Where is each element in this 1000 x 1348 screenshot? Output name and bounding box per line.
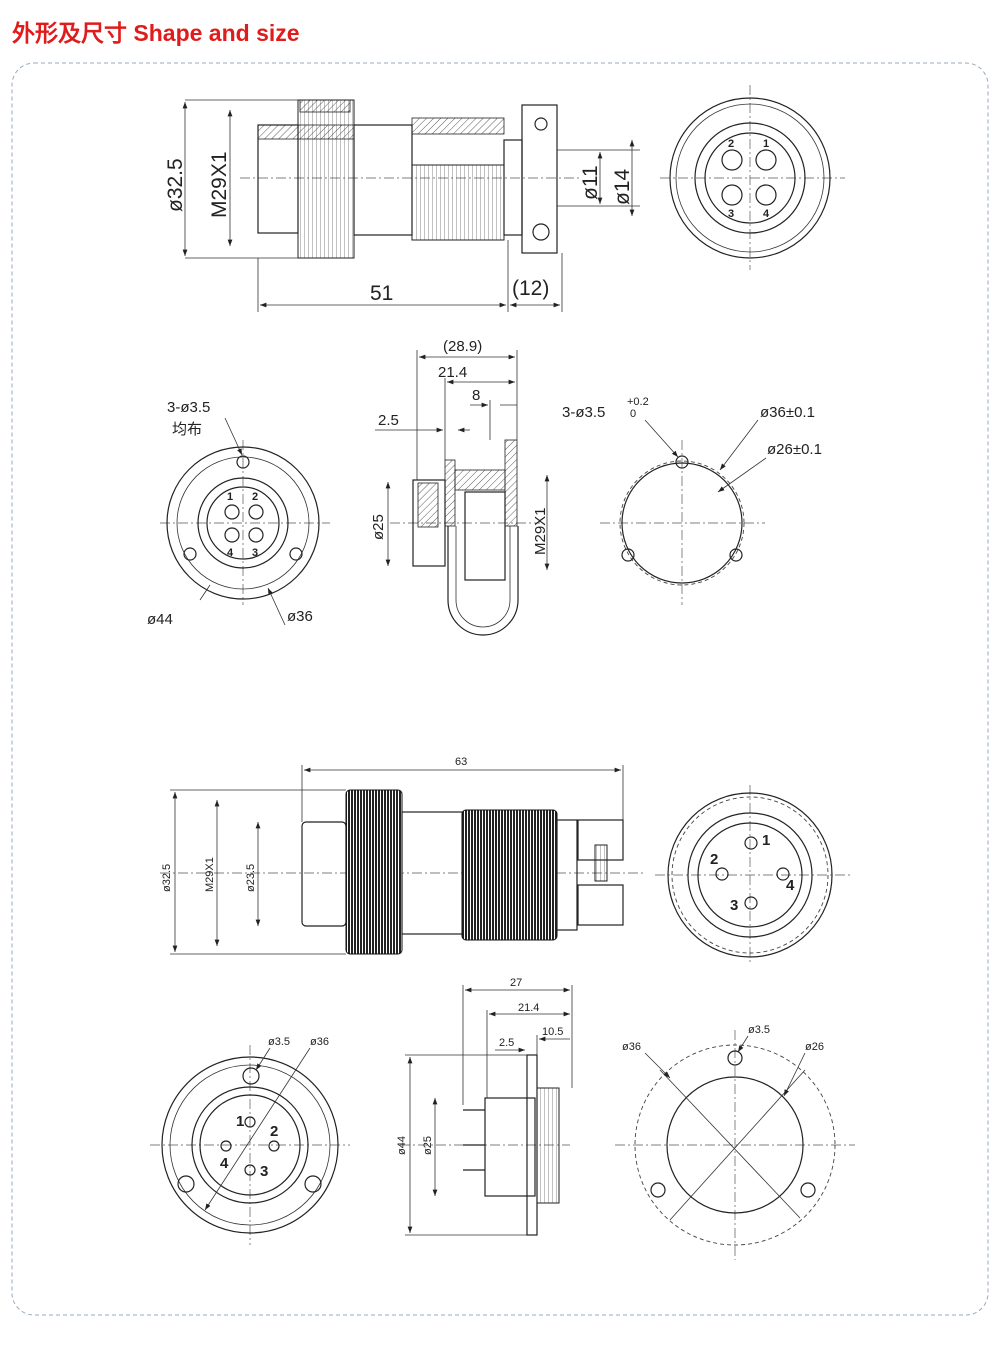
- v2-dia-flange: ø44: [147, 611, 173, 628]
- v2-len-a: 21.4: [438, 364, 467, 381]
- v3-dia-outer: ø32.5: [161, 864, 173, 892]
- page-title: 外形及尺寸 Shape and size: [12, 20, 300, 46]
- view1-plug-side: ø32.5 M29X1 51 (12) ø11 ø14: [164, 99, 640, 312]
- v3-pin-1: 1: [762, 832, 770, 849]
- v2-len-b: 8: [472, 387, 480, 404]
- v4-pin-4: 4: [220, 1155, 229, 1172]
- view1-plug-front: 1 2 3 4: [660, 85, 845, 270]
- v3-dia-inner: ø23.5: [245, 864, 257, 892]
- v4-dia-body: ø25: [422, 1136, 434, 1155]
- v2-pin-1: 1: [227, 491, 233, 503]
- view2-socket-side: (28.9) 21.4 8 2.5 ø25 M29X1: [370, 338, 550, 636]
- v2-holes-note: 均布: [172, 421, 202, 438]
- v3-thread: M29X1: [204, 857, 216, 892]
- v2-pin-4: 4: [227, 547, 234, 559]
- v3-pin-4: 4: [786, 877, 795, 894]
- v4-hole: ø3.5: [268, 1036, 290, 1048]
- v2-cutout-pcd: ø36±0.1: [760, 404, 815, 421]
- view2-socket-front: 1 2 3 4 3-ø3.5 均布 ø44 ø36: [147, 399, 330, 628]
- v1-dia-cable-min: ø11: [579, 165, 602, 200]
- v2-tol-upper: +0.2: [627, 396, 649, 408]
- v1-thread: M29X1: [208, 151, 231, 218]
- v4-dia-flange: ø44: [396, 1136, 408, 1155]
- v4-total: 27: [510, 977, 522, 989]
- v2-thread: M29X1: [532, 507, 549, 555]
- v2-len-c: 2.5: [378, 412, 399, 429]
- v2-tol-lower: 0: [630, 408, 636, 420]
- v1-pin-1: 1: [763, 138, 769, 150]
- view4-panel-cutout: ø36 ø3.5 ø26: [615, 1024, 855, 1260]
- view3-plug-front: 1 2 3 4: [655, 785, 850, 965]
- v2-cutout-dia: ø26±0.1: [767, 441, 822, 458]
- v1-cable-len: (12): [512, 277, 549, 300]
- v4-cutout-pcd: ø36: [622, 1041, 641, 1053]
- v1-pin-3: 3: [728, 208, 734, 220]
- v3-pin-2: 2: [710, 851, 718, 868]
- v1-pin-4: 4: [763, 208, 770, 220]
- v4-cutout-dia: ø26: [805, 1041, 824, 1053]
- v4-pin-2: 2: [270, 1123, 278, 1140]
- v4-pcd: ø36: [310, 1036, 329, 1048]
- drawing-frame: [11, 62, 989, 1316]
- v2-holes: 3-ø3.5: [167, 399, 210, 416]
- view2-panel-cutout: 3-ø3.5 +0.2 0 ø36±0.1 ø26±0.1: [562, 396, 822, 605]
- view4-socket-front: 1 2 3 4 ø3.5 ø36: [150, 1036, 350, 1245]
- v4-cutout-hole: ø3.5: [748, 1024, 770, 1036]
- v2-dia-body: ø25: [370, 514, 387, 540]
- v1-dia-outer: ø32.5: [164, 158, 187, 212]
- view3-plug-side: 63 ø32.5 M29X1 ø23.5: [160, 756, 645, 955]
- v4-pin-1: 1: [236, 1113, 244, 1130]
- v4-len-a: 21.4: [518, 1002, 539, 1014]
- v1-dia-cable-max: ø14: [611, 168, 634, 205]
- v2-cutout-holes: 3-ø3.5: [562, 404, 605, 421]
- v2-total: (28.9): [443, 338, 482, 355]
- v2-pin-2: 2: [252, 491, 258, 503]
- v4-pin-3: 3: [260, 1163, 268, 1180]
- v3-length: 63: [455, 756, 467, 768]
- v3-pin-3: 3: [730, 897, 738, 914]
- view4-socket-side: 27 21.4 10.5 2.5 ø44 ø25: [396, 977, 573, 1236]
- v1-pin-2: 2: [728, 138, 734, 150]
- v1-length: 51: [370, 282, 393, 305]
- v2-pin-3: 3: [252, 547, 258, 559]
- v2-dia-pcd: ø36: [287, 608, 313, 625]
- v4-len-b: 10.5: [542, 1026, 563, 1038]
- v4-len-c: 2.5: [499, 1037, 514, 1049]
